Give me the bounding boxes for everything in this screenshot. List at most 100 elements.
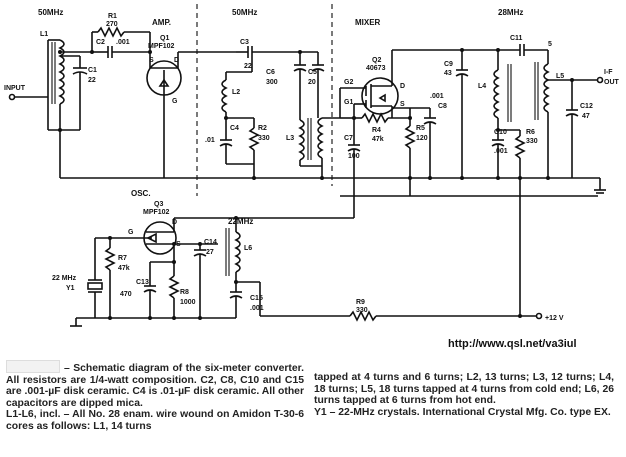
capacitor-c5: C5 20: [300, 51, 325, 118]
capacitor-c7: C7 100: [344, 135, 361, 218]
resistor-r4: R4 47k: [354, 112, 410, 143]
caption-text-1: – Schematic diagram of the six-meter con…: [6, 363, 304, 409]
c15-label: C15: [250, 295, 263, 302]
q1-source: S: [149, 57, 154, 64]
r9-label: R9: [356, 299, 365, 306]
c3-label: C3: [240, 39, 249, 46]
l6-label: L6: [244, 245, 252, 252]
c11-label: C11: [510, 35, 523, 42]
q2-g1: G1: [344, 99, 353, 106]
osc-band-label: 22MHz: [228, 217, 253, 226]
c12-label: C12: [580, 103, 593, 110]
l5-label: L5: [556, 73, 564, 80]
c6-value: 300: [266, 79, 278, 86]
coil-l3: L3: [286, 117, 324, 166]
c2-value: .001: [116, 39, 130, 46]
coil-l6: L6: [225, 218, 252, 282]
c4-label: C4: [230, 125, 239, 132]
mid-band-label: 50MHz: [232, 8, 257, 17]
figure-number-placeholder: [6, 360, 60, 373]
c10-label: C10: [494, 129, 507, 136]
caption-paragraph-4: Y1 – 22-MHz crystals. International Crys…: [314, 406, 611, 418]
r2-value: 330: [258, 135, 270, 142]
c13-value: 470: [120, 291, 132, 298]
junction-dots: [58, 48, 574, 320]
r2-label: R2: [258, 125, 267, 132]
capacitor-c8: C8 .001: [423, 93, 447, 178]
c4-value: .01: [205, 137, 215, 144]
schematic-diagram: 50MHz AMP. 50MHz MIXER 28MHz OSC. 22MHz …: [4, 4, 620, 327]
caption-left-column: – Schematic diagram of the six-meter con…: [6, 360, 304, 433]
capacitor-c9: C9 43: [444, 50, 469, 178]
r8-label: R8: [180, 289, 189, 296]
resistor-r6: R6 330: [498, 129, 538, 316]
capacitor-c10: C10 .001: [491, 129, 508, 178]
capacitor-c11: C11 5: [498, 35, 552, 56]
resistor-r8: R8 1000: [168, 262, 196, 318]
c5-label: C5: [308, 69, 317, 76]
q2-label: Q2: [372, 57, 381, 64]
q1-label: Q1: [160, 35, 169, 42]
r6-value: 330: [526, 138, 538, 145]
c8-value: .001: [430, 93, 444, 100]
caption-paragraph-1: – Schematic diagram of the six-meter con…: [6, 360, 304, 409]
capacitor-c6: C6 300: [266, 52, 307, 120]
q1-gate: G: [172, 98, 178, 105]
r8-value: 1000: [180, 299, 196, 306]
c14-label: C14: [204, 239, 217, 246]
q2-drain: D: [400, 83, 405, 90]
resistor-r2: R2 330: [248, 118, 270, 164]
capacitor-c15: C15 .001: [229, 282, 264, 318]
c1-label: C1: [88, 67, 97, 74]
r9-value: 330: [356, 307, 368, 314]
capacitor-c3: C3 22: [236, 39, 300, 70]
c2-label: C2: [96, 39, 105, 46]
resistor-r7: R7 47k: [104, 238, 130, 318]
q1-drain: D: [174, 57, 179, 64]
supply-label: +12 V: [545, 315, 564, 322]
l1-label: L1: [40, 31, 48, 38]
caption-paragraph-3: tapped at 4 turns and 6 turns; L2, 13 tu…: [314, 372, 614, 407]
c5-value: 20: [308, 79, 316, 86]
capacitor-c4: C4 .01: [205, 125, 239, 164]
coil-l4: L4: [462, 49, 512, 130]
r1-value: 270: [106, 21, 118, 28]
if-out-label-2: OUT: [604, 79, 620, 86]
capacitor-c14: C14 27: [193, 239, 218, 318]
caption-right-column: tapped at 4 turns and 6 turns; L2, 13 tu…: [314, 360, 614, 418]
coil-l2: L2: [221, 58, 253, 140]
c10-value: .001: [494, 148, 508, 155]
l2-label: L2: [232, 89, 240, 96]
amp-label: AMP.: [152, 18, 171, 27]
caption-paragraph-2: L1-L6, incl. – All No. 28 enam. wire wou…: [6, 409, 304, 432]
c3-value: 22: [244, 63, 252, 70]
input-terminal: INPUT: [4, 85, 48, 101]
c1-value: 22: [88, 77, 96, 84]
out-band-label: 28MHz: [498, 8, 523, 17]
q3-gate: G: [128, 229, 134, 236]
q3-type: MPF102: [143, 209, 170, 216]
crystal-band-label: 22 MHz: [52, 275, 77, 282]
resistor-r9: R9 330: [259, 282, 536, 322]
osc-label: OSC.: [131, 189, 151, 198]
c9-value: 43: [444, 70, 452, 77]
if-output-terminal: I-F OUT: [572, 69, 620, 86]
c12-value: 47: [582, 113, 590, 120]
c8-label: C8: [438, 103, 447, 110]
r7-value: 47k: [118, 265, 130, 272]
transistor-q3: Q3 MPF102 G D S: [120, 201, 181, 255]
c14-value: 27: [206, 249, 214, 256]
c13-label: C13: [136, 279, 149, 286]
r7-label: R7: [118, 255, 127, 262]
resistor-r1: R1 270: [91, 13, 150, 52]
l4-label: L4: [478, 83, 486, 90]
coil-l5: L5: [534, 50, 564, 178]
coil-l1: L1: [40, 31, 65, 130]
q2-type: 40673: [366, 65, 386, 72]
c11-value: 5: [548, 41, 552, 48]
r4-value: 47k: [372, 136, 384, 143]
q3-label: Q3: [154, 201, 163, 208]
input-label: INPUT: [4, 85, 26, 92]
q1-type: MPF102: [148, 43, 175, 50]
capacitor-c13: C13 470: [120, 261, 174, 318]
